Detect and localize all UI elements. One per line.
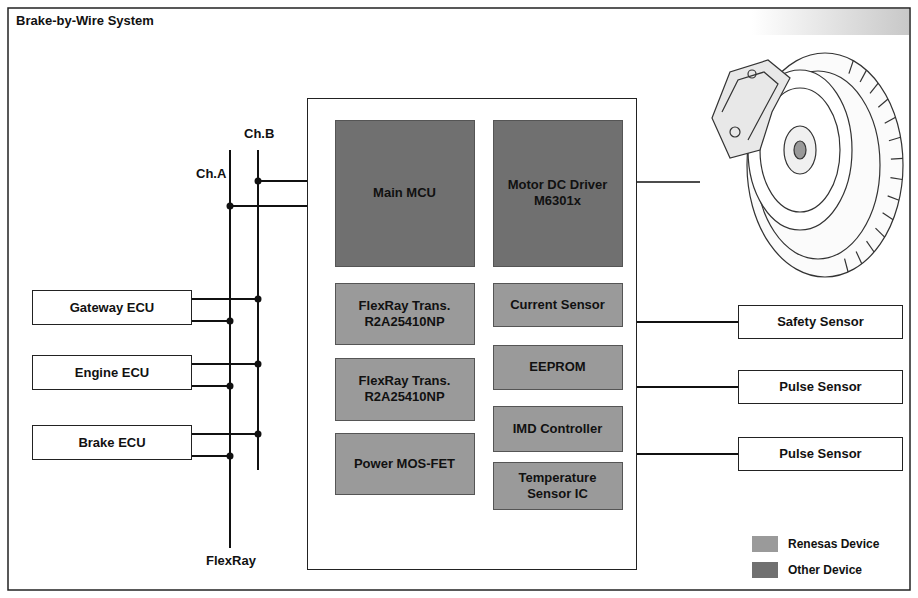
channel-label: Ch.B bbox=[244, 126, 274, 141]
legend-entry: Other Device bbox=[752, 562, 862, 578]
tread-stroke bbox=[856, 251, 862, 263]
legend-swatch bbox=[752, 536, 778, 552]
power-box: Power MOS-FET bbox=[335, 433, 475, 495]
tread-stroke bbox=[860, 70, 866, 82]
tread-stroke bbox=[867, 241, 875, 252]
ecu-box: Gateway ECU bbox=[32, 290, 192, 325]
tread-stroke bbox=[849, 61, 853, 74]
node-label: FlexRay Trans. R2A25410NP bbox=[342, 373, 468, 404]
mcu-box: Main MCU bbox=[335, 120, 475, 267]
bus-label: FlexRay bbox=[206, 553, 256, 568]
node-label: Gateway ECU bbox=[70, 300, 155, 316]
hub bbox=[784, 126, 816, 174]
caliper-bolt bbox=[730, 127, 740, 137]
bus-junctions bbox=[227, 178, 262, 460]
node-label: EEPROM bbox=[529, 359, 585, 375]
bus-connector bbox=[192, 181, 307, 299]
channel-a-stub bbox=[192, 455, 230, 457]
bus-connector bbox=[637, 386, 738, 388]
node-label: Pulse Sensor bbox=[779, 446, 861, 462]
legend-text: Renesas Device bbox=[788, 537, 879, 551]
caliper-detail bbox=[722, 72, 778, 140]
tread-stroke bbox=[870, 83, 878, 93]
tread-stroke bbox=[889, 137, 901, 140]
node-label: Engine ECU bbox=[75, 365, 149, 381]
transceiver-box: FlexRay Trans. R2A25410NP bbox=[335, 283, 475, 345]
node-label: Pulse Sensor bbox=[779, 379, 861, 395]
bus-connector bbox=[637, 453, 738, 455]
channel-a-stub bbox=[192, 320, 230, 322]
legend-entry: Renesas Device bbox=[752, 536, 879, 552]
ecu-box: Brake ECU bbox=[32, 425, 192, 460]
node-label: Temperature Sensor IC bbox=[500, 470, 616, 501]
brake-illustration bbox=[712, 53, 903, 277]
diagram-title: Brake-by-Wire System bbox=[16, 13, 154, 28]
memory-box: EEPROM bbox=[493, 345, 623, 390]
node-label: Safety Sensor bbox=[777, 314, 864, 330]
tread-stroke bbox=[890, 178, 902, 180]
channel-a-line bbox=[229, 150, 231, 548]
hub-center bbox=[794, 141, 806, 159]
channel-label: Ch.A bbox=[196, 166, 226, 181]
tread-stroke bbox=[875, 228, 884, 237]
caliper-bolt bbox=[748, 70, 756, 78]
bus-connector bbox=[192, 181, 307, 364]
tread-stroke bbox=[878, 99, 888, 107]
bus-connector bbox=[192, 181, 307, 434]
tread-stroke bbox=[891, 158, 903, 160]
tread-stroke bbox=[885, 117, 896, 123]
driver-box: Motor DC Driver M6301x bbox=[493, 120, 623, 267]
junction-dot bbox=[227, 203, 234, 210]
junction-dot bbox=[227, 318, 234, 325]
node-label: Main MCU bbox=[373, 185, 436, 201]
junction-dot bbox=[227, 453, 234, 460]
flexray-bus bbox=[192, 150, 307, 548]
sensor-box: Safety Sensor bbox=[738, 305, 903, 339]
node-label: IMD Controller bbox=[513, 421, 603, 437]
header-band bbox=[560, 9, 909, 35]
tread-stroke bbox=[888, 196, 899, 200]
channel-a-stub bbox=[192, 385, 230, 387]
ecu-box: Engine ECU bbox=[32, 355, 192, 390]
caliper bbox=[712, 60, 790, 158]
sensor-box: Pulse Sensor bbox=[738, 370, 903, 404]
sensor-chip-box: Temperature Sensor IC bbox=[493, 462, 623, 510]
sensor-box: Pulse Sensor bbox=[738, 437, 903, 471]
channel-a-stub bbox=[230, 205, 307, 207]
node-label: Brake ECU bbox=[78, 435, 145, 451]
junction-dot bbox=[227, 383, 234, 390]
bus-connector bbox=[637, 321, 738, 323]
node-label: Motor DC Driver M6301x bbox=[500, 177, 616, 208]
transceiver-box: FlexRay Trans. R2A25410NP bbox=[335, 358, 475, 421]
node-label: Current Sensor bbox=[510, 297, 605, 313]
brake-wire bbox=[637, 181, 700, 183]
node-label: Power MOS-FET bbox=[354, 456, 455, 472]
tread-stroke bbox=[845, 259, 849, 272]
controller-box: IMD Controller bbox=[493, 406, 623, 452]
legend-text: Other Device bbox=[788, 563, 862, 577]
legend-swatch bbox=[752, 562, 778, 578]
tread-stroke bbox=[883, 213, 893, 220]
node-label: FlexRay Trans. R2A25410NP bbox=[342, 298, 468, 329]
module-box: Main MCU Motor DC Driver M6301xFlexRay Tr… bbox=[307, 98, 637, 570]
sensor-chip-box: Current Sensor bbox=[493, 283, 623, 327]
tire-tread bbox=[845, 61, 903, 272]
outer-frame bbox=[8, 8, 910, 590]
